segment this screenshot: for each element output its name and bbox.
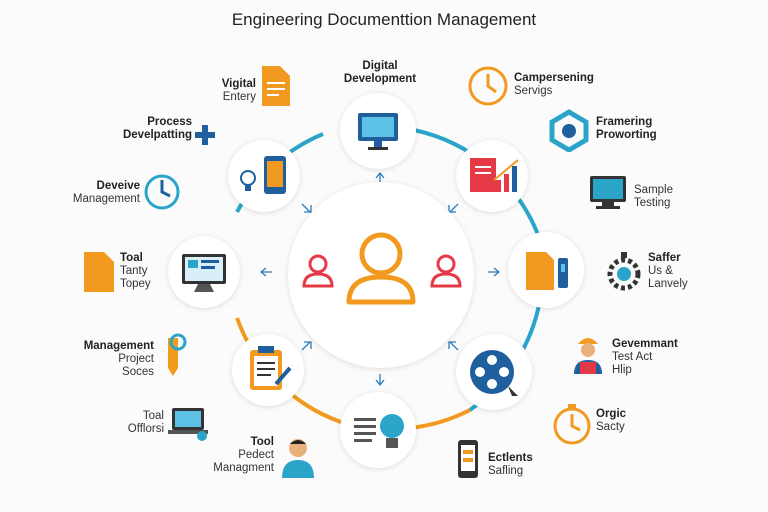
gear-icon [607,252,641,291]
users-icon [302,232,462,305]
monitor-icon [358,113,398,150]
central-hub [288,182,474,368]
node-desktop [168,236,240,308]
phone-bulb-icon [240,156,286,194]
files-icon [526,252,568,290]
stopwatch-icon [553,404,591,445]
smartphone-icon [458,440,478,478]
flow-arrows [259,171,501,387]
desktop-icon [182,254,226,292]
node-report [456,140,528,212]
pencil-icon [168,333,187,376]
ring-arc-orange-bottom [409,408,471,430]
film-reel-icon [470,350,518,396]
clock-icon [468,66,508,106]
node-idea [340,392,416,468]
document-icon [262,66,290,106]
node-mobile [228,140,300,212]
node-clipboard [232,334,304,406]
clipboard-icon [250,346,292,390]
report-chart-icon [470,158,519,192]
network-hands-icon [549,109,589,152]
gauge-icon [144,174,180,210]
plus-icon [195,125,215,145]
folder-icon [84,252,114,292]
node-digital-development [340,93,416,169]
diagram-title: Engineering Documenttion Management [231,10,537,29]
engineer-icon [574,338,602,374]
node-reel [456,334,532,410]
laptop-small-icon [168,408,208,441]
laptop-icon [590,176,626,209]
person-icon [282,439,314,478]
node-files [508,232,584,308]
lightbulb-icon [354,414,404,448]
